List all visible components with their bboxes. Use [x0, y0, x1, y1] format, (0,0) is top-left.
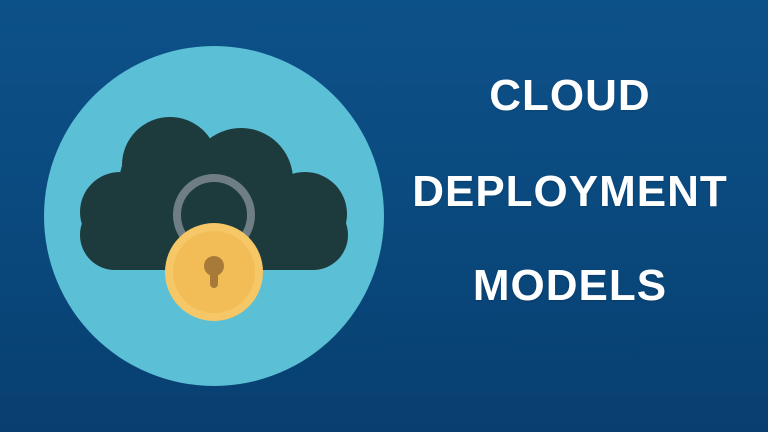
headline-line-models: MODELS: [472, 261, 668, 310]
headline-line-deployment: DEPLOYMENT: [412, 167, 728, 216]
keyhole-icon: [204, 256, 224, 288]
headline-line-cloud: CLOUD: [489, 71, 651, 120]
lock-icon: [165, 174, 263, 321]
